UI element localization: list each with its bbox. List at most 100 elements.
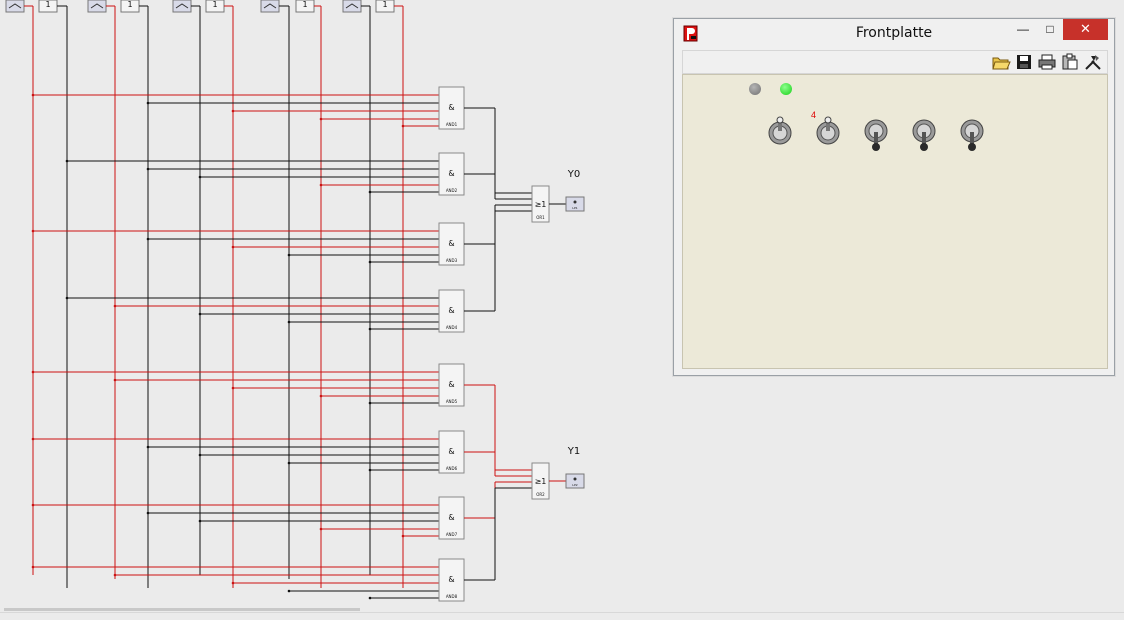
and-symbol: &	[448, 380, 454, 389]
junction-dot	[231, 245, 235, 249]
junction-dot	[146, 237, 150, 241]
open-folder-icon[interactable]	[991, 53, 1011, 71]
switch-icon	[345, 3, 359, 9]
and-symbol: &	[448, 169, 454, 178]
and-gate-6: &AND6	[438, 430, 465, 474]
title-bar[interactable]: Frontplatte — □ ✕	[674, 19, 1114, 48]
toggle-switch-5[interactable]	[958, 115, 988, 155]
led-on-indicator	[780, 83, 792, 95]
save-icon[interactable]	[1014, 53, 1034, 71]
horizontal-scrollbar[interactable]	[4, 608, 360, 611]
input-switch-5	[342, 0, 362, 13]
and-gate-7: &AND7	[438, 496, 465, 540]
junction-dot	[31, 229, 35, 233]
junction-dot	[287, 320, 291, 324]
frontplatte-window[interactable]: Frontplatte — □ ✕	[673, 18, 1115, 376]
junction-dot	[287, 253, 291, 257]
const-block-3: 1	[205, 0, 225, 13]
switch-block	[87, 0, 107, 13]
front-panel: 4	[682, 74, 1108, 369]
output-lamp-1: LP1	[565, 196, 585, 212]
junction-dot	[198, 519, 202, 523]
toggle-switch-3[interactable]	[862, 115, 892, 155]
junction-dot	[368, 596, 372, 600]
switch-block	[172, 0, 192, 13]
const-block-2: 1	[120, 0, 140, 13]
switch-icon	[8, 3, 22, 9]
and-gate-8: & AND8	[438, 558, 465, 602]
const-value: 1	[302, 0, 307, 9]
junction-dot	[31, 565, 35, 569]
and-gate-name: AND2	[446, 188, 458, 193]
junction-dot	[146, 511, 150, 515]
junction-dot	[368, 327, 372, 331]
and-symbol: &	[448, 103, 454, 112]
junction-dot	[319, 183, 323, 187]
junction-dot	[319, 117, 323, 121]
lamp-name: LP2	[572, 483, 577, 487]
clipboard-icon[interactable]	[1060, 53, 1080, 71]
output-label-y0: Y0	[567, 169, 580, 180]
junction-dot	[319, 394, 323, 398]
junction-dot	[231, 109, 235, 113]
junction-dot	[401, 124, 405, 128]
and-gate-name: AND1	[446, 122, 458, 127]
and-gate-3: & AND3	[438, 222, 465, 266]
lamp-block	[565, 196, 585, 212]
switch-block	[260, 0, 280, 13]
and-gate-name: AND5	[446, 399, 458, 404]
and-gate-name: AND8	[446, 594, 458, 599]
led-off-indicator	[749, 83, 761, 95]
and-symbol: &	[448, 306, 454, 315]
maximize-button[interactable]: □	[1036, 19, 1064, 40]
junction-dot	[146, 167, 150, 171]
switch-icon	[90, 3, 104, 9]
lamp-icon	[573, 477, 577, 481]
divider	[0, 612, 1124, 613]
and-gate-body	[438, 289, 465, 333]
toggle-switch-2[interactable]	[814, 115, 844, 155]
junction-dot	[198, 312, 202, 316]
and-symbol: &	[448, 239, 454, 248]
minimize-button[interactable]: —	[1009, 19, 1037, 40]
junction-dot	[287, 589, 291, 593]
window-title: Frontplatte	[855, 25, 933, 41]
const-block-5: 1	[375, 0, 395, 13]
and-gate-name: AND4	[446, 325, 458, 330]
junction-dot	[368, 190, 372, 194]
switch-block	[5, 0, 25, 13]
junction-dot	[319, 527, 323, 531]
const-value: 1	[212, 0, 217, 9]
and-symbol: &	[448, 575, 454, 584]
switch-icon	[175, 3, 189, 9]
junction-dot	[65, 296, 69, 300]
minimize-icon: —	[1017, 22, 1029, 36]
tools-icon[interactable]	[1083, 53, 1103, 71]
print-icon[interactable]	[1037, 53, 1057, 71]
cursor-marker: 4	[811, 110, 817, 120]
maximize-icon: □	[1046, 22, 1054, 36]
and-gate-1: & AND1	[438, 86, 465, 130]
junction-dot	[231, 386, 235, 390]
toggle-switch-1[interactable]	[766, 115, 796, 155]
input-switch-3	[172, 0, 192, 13]
junction-dot	[31, 93, 35, 97]
toggle-switch-4[interactable]	[910, 115, 940, 155]
junction-dot	[198, 453, 202, 457]
junction-dot	[113, 378, 117, 382]
junction-dot	[31, 437, 35, 441]
and-gate-name: AND6	[446, 466, 458, 471]
input-switch-4	[260, 0, 280, 13]
and-gate-name: AND3	[446, 258, 458, 263]
input-switch-1	[5, 0, 25, 13]
input-switch-2	[87, 0, 107, 13]
or-symbol: ≥1	[535, 200, 547, 209]
junction-dot	[368, 468, 372, 472]
and-gate-5: & AND5	[438, 363, 465, 407]
or-gate-name: OR2	[536, 492, 545, 497]
junction-dot	[31, 370, 35, 374]
close-button[interactable]: ✕	[1063, 19, 1108, 40]
and-gate-name: AND7	[446, 532, 458, 537]
